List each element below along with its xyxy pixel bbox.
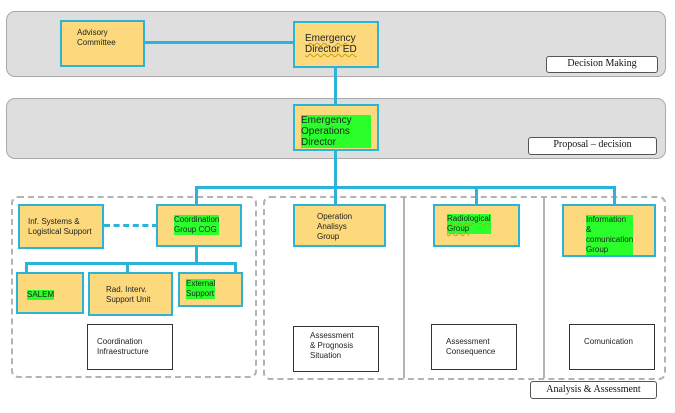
connector-cog-down (195, 245, 198, 265)
coordination-region (11, 196, 257, 378)
decision-making-label: Decision Making (546, 56, 658, 73)
connector-sub-rad (126, 262, 129, 274)
salem-text: SALEM (27, 290, 55, 300)
operation-analysis-node: Operation Analisys Group (293, 204, 386, 247)
connector-bus-cog (195, 186, 198, 206)
connector-bus-horizontal (195, 186, 616, 189)
coordination-group-text: Coordination Group COG (174, 215, 220, 235)
information-group-text: Information & comunication Group (586, 215, 634, 255)
assessment-consequence-box: Assessment Consequence (431, 324, 517, 370)
connector-infosys-cog-dashed (104, 224, 158, 227)
region-divider-2 (543, 198, 545, 378)
analysis-assessment-label: Analysis & Assessment (530, 381, 657, 399)
emergency-director-node: Emergency Director ED (293, 21, 379, 68)
assessment-prognosis-box: Assessment & Prognosis Situation (293, 326, 379, 372)
region-divider-1 (403, 198, 405, 378)
rad-interv-node: Rad. Interv. Support Unit (88, 272, 173, 316)
rad-interv-text: Rad. Interv. Support Unit (106, 285, 151, 304)
info-systems-node: Inf. Systems & Logistical Support (18, 204, 104, 249)
connector-bus-radiological (475, 186, 478, 206)
comunication-box: Comunication (569, 324, 655, 370)
connector-ed-ops (334, 66, 337, 106)
operations-director-text: Emergency Operations Director (301, 115, 371, 148)
connector-sub-salem (25, 262, 28, 274)
operations-director-node: Emergency Operations Director (293, 104, 379, 151)
connector-sub-external (234, 262, 237, 274)
advisory-committee-text: Advisory Committee (77, 28, 116, 47)
connector-sub-horizontal (25, 262, 237, 265)
coordination-group-node: Coordination Group COG (156, 204, 242, 247)
external-support-text: External Support (186, 279, 216, 299)
connector-bus-operation (334, 186, 337, 206)
emergency-director-text: Emergency Director ED (305, 33, 357, 55)
salem-node: SALEM (16, 272, 84, 314)
connector-ops-bus (334, 150, 337, 188)
operation-analysis-text: Operation Analisys Group (317, 212, 353, 241)
analysis-region (263, 196, 666, 380)
advisory-committee-node: Advisory Committee (60, 20, 145, 67)
information-group-node: Information & comunication Group (562, 204, 656, 257)
coordination-infra-box: Coordination Infraestructure (87, 324, 173, 370)
proposal-decision-label: Proposal – decision (528, 137, 657, 155)
connector-bus-information (613, 186, 616, 206)
info-systems-text: Inf. Systems & Logistical Support (28, 217, 92, 236)
external-support-node: External Support (178, 272, 243, 307)
radiological-group-node: Radiological Group (433, 204, 520, 247)
connector-advisory-ed (144, 41, 295, 44)
radiological-group-text: Radiological Group (447, 214, 491, 234)
